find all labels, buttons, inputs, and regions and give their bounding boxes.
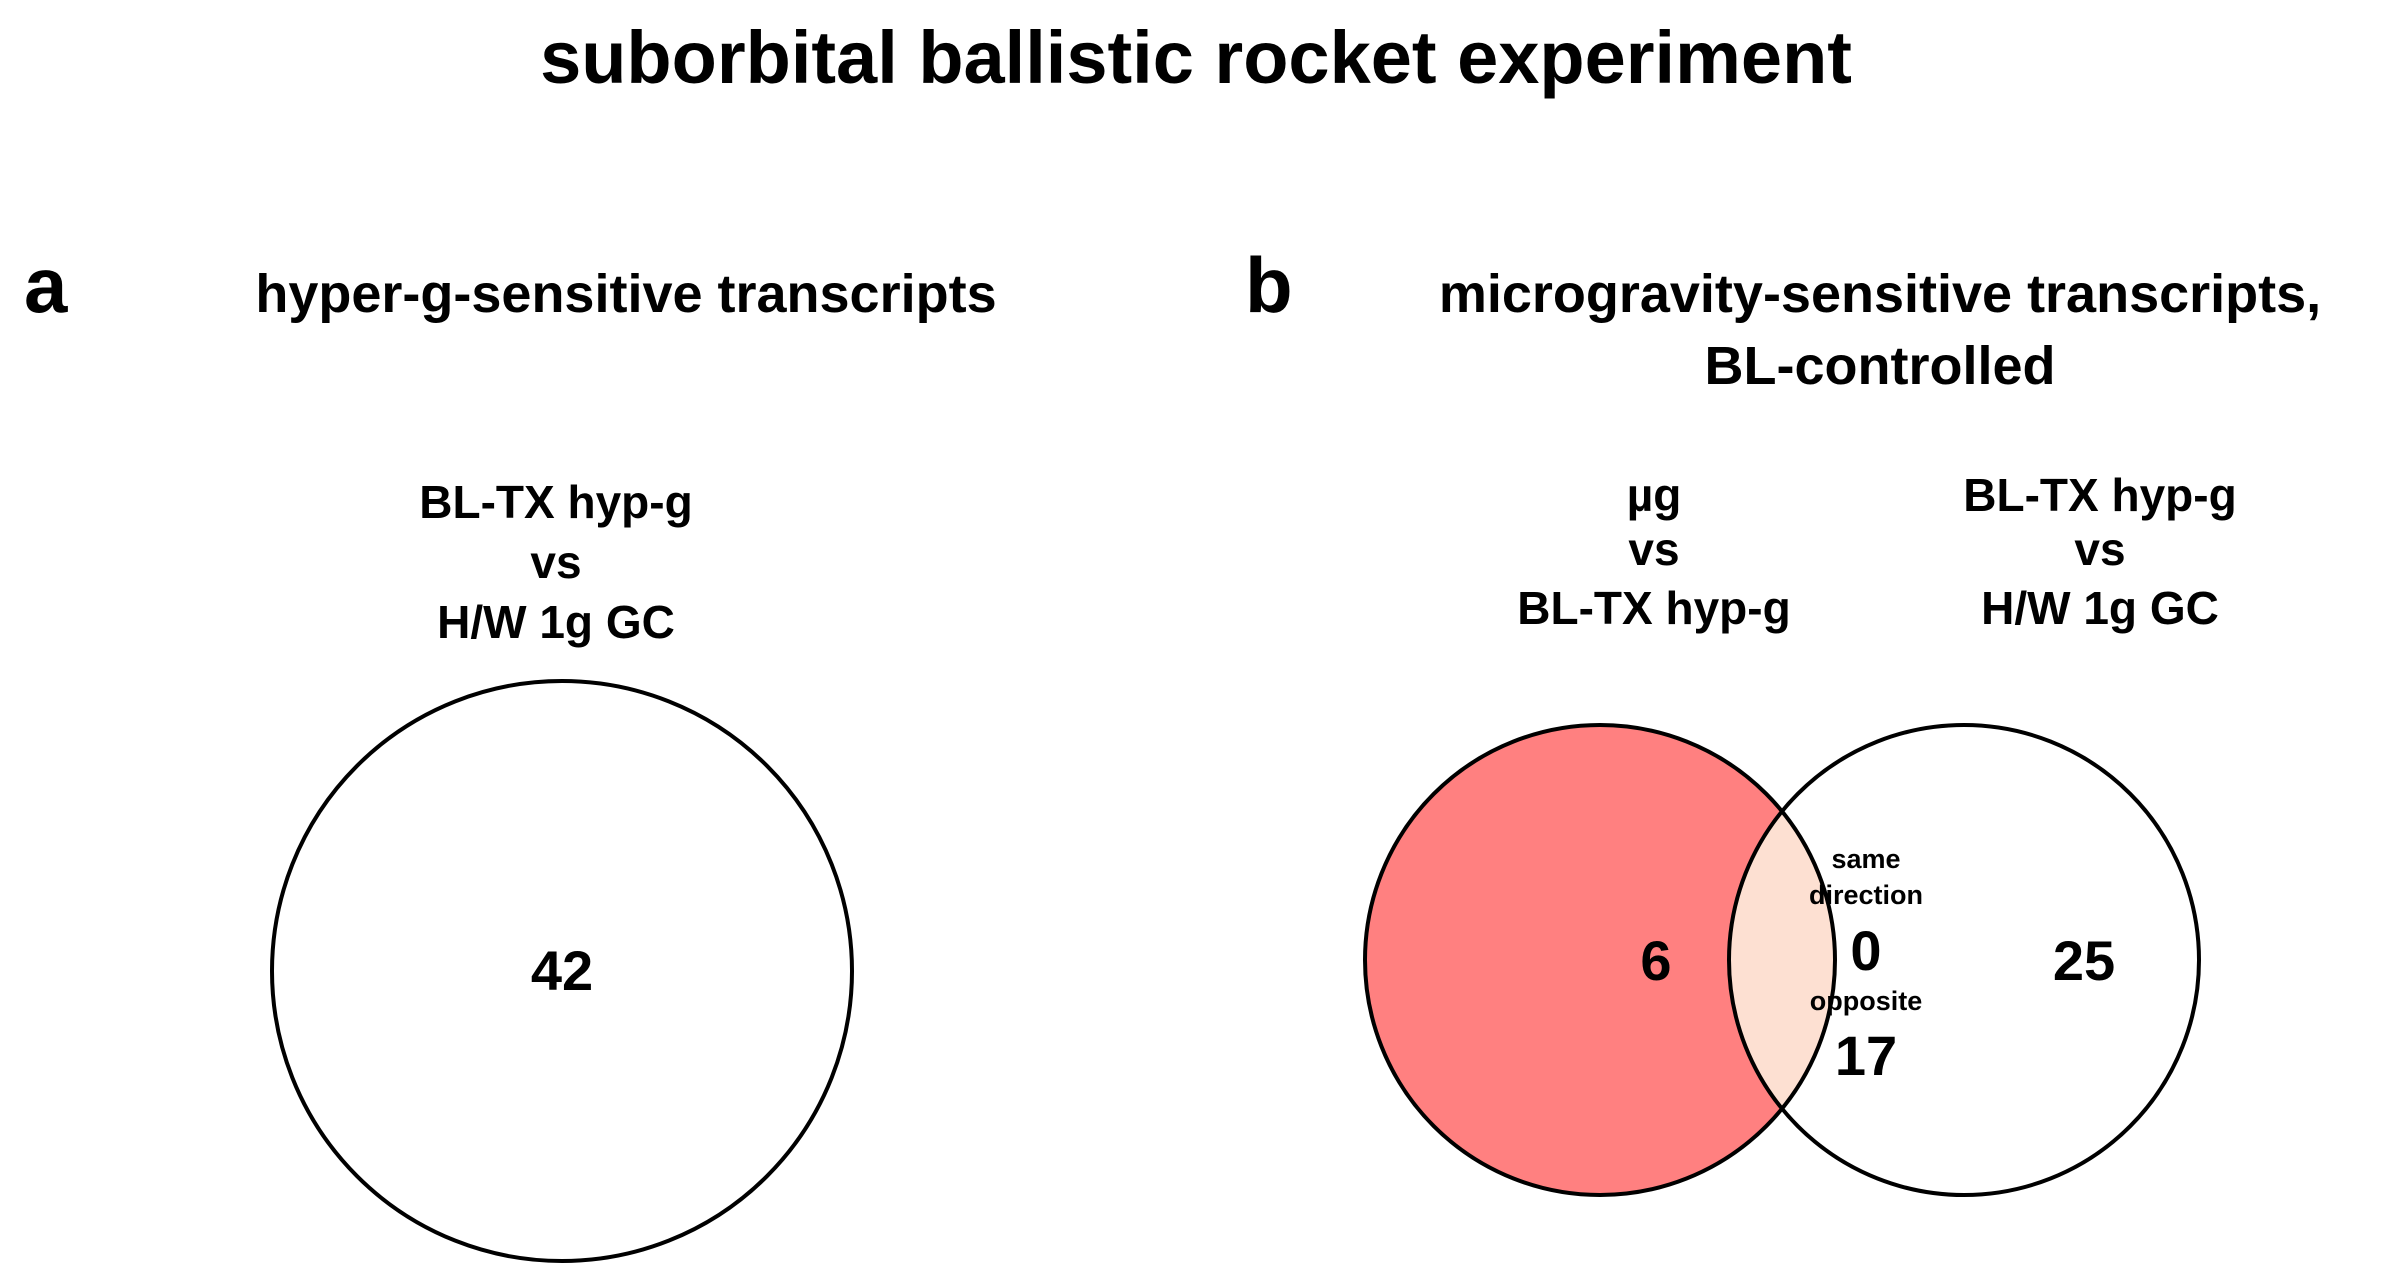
set-left-label-line2: vs xyxy=(1628,523,1679,575)
intersection-same-label-line1: same xyxy=(1831,844,1900,874)
set-right-count: 25 xyxy=(2053,929,2115,992)
set-a-label-line1: BL-TX hyp-g xyxy=(419,476,692,528)
intersection-opposite-count: 17 xyxy=(1835,1024,1897,1087)
set-left-count: 6 xyxy=(1640,929,1671,992)
set-a-circle xyxy=(270,679,854,1263)
panel-a-title: hyper-g-sensitive transcripts xyxy=(255,264,996,324)
panel-b-title-line2: BL-controlled xyxy=(1705,336,2056,396)
panel-b-title-line1: microgravity-sensitive transcripts, xyxy=(1439,264,2321,324)
set-right-label-line1: BL-TX hyp-g xyxy=(1963,469,2236,521)
panel-a: a hyper-g-sensitive transcripts BL-TX hy… xyxy=(24,241,997,1263)
panel-a-letter: a xyxy=(24,241,68,329)
intersection-same-label-line2: direction xyxy=(1809,880,1923,910)
set-left-outline xyxy=(1363,723,1837,1197)
figure-title: suborbital ballistic rocket experiment xyxy=(540,16,1852,99)
set-left-label-line3: BL-TX hyp-g xyxy=(1517,582,1790,634)
set-left-circle xyxy=(1365,725,1835,1195)
set-a-count: 42 xyxy=(531,939,593,1002)
set-a-label-line3: H/W 1g GC xyxy=(437,596,675,648)
set-a-label-line2: vs xyxy=(530,536,581,588)
intersection-same-count: 0 xyxy=(1850,919,1881,982)
panel-b: b microgravity-sensitive transcripts, BL… xyxy=(1245,241,2321,1197)
set-right-label-line2: vs xyxy=(2074,523,2125,575)
panel-b-letter: b xyxy=(1245,241,1293,329)
set-right-label-line3: H/W 1g GC xyxy=(1981,582,2219,634)
set-right-circle xyxy=(1727,723,2201,1197)
intersection-opposite-label: opposite xyxy=(1810,986,1923,1016)
set-left-label-line1: µg xyxy=(1627,469,1682,521)
intersection-region xyxy=(1729,725,1835,1195)
